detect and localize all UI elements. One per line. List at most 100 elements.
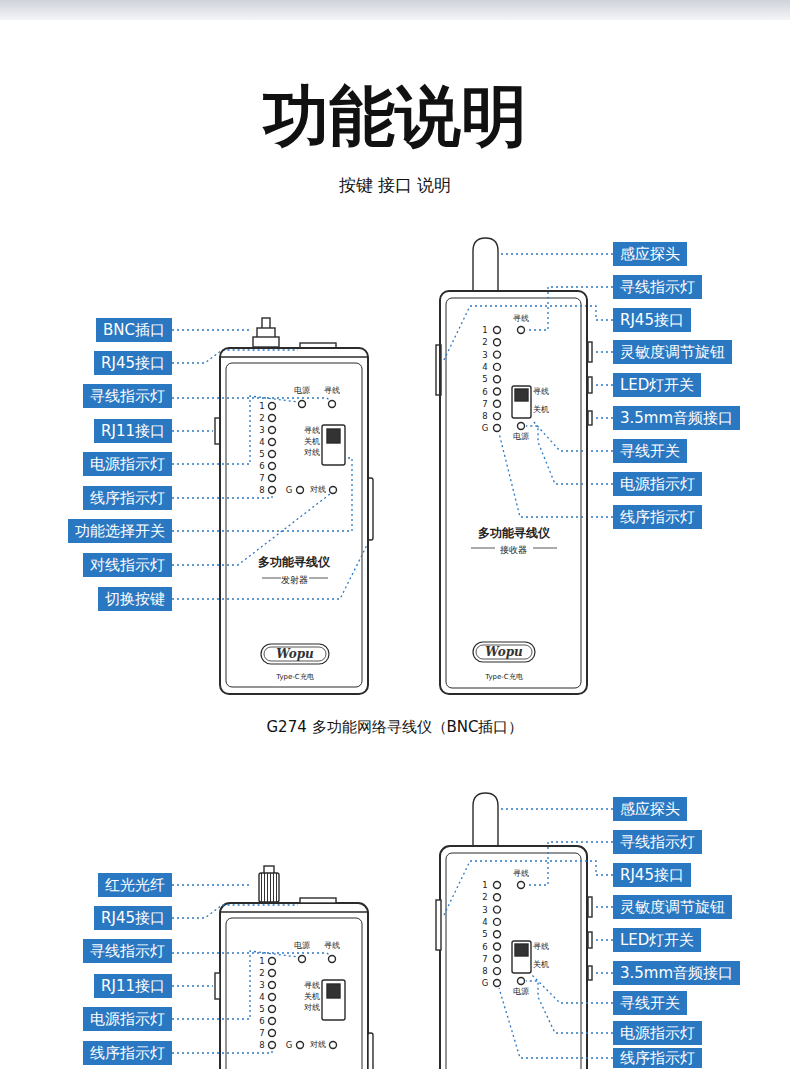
part-label: 3	[482, 905, 487, 914]
page-title: 功能说明	[0, 84, 790, 150]
part-label: 7	[259, 1029, 264, 1038]
leader-line	[594, 351, 613, 352]
callout-text: 寻线指示灯	[620, 278, 695, 296]
callout-box: 感应探头	[613, 242, 687, 266]
circle-shape	[269, 475, 276, 482]
part-label: 电源	[513, 988, 529, 996]
callout-text: LED灯开关	[620, 376, 694, 394]
part-label: 8	[259, 486, 264, 495]
part-label: 4	[482, 918, 487, 927]
callout-box: 功能选择开关	[68, 519, 172, 543]
part-label: 6	[482, 942, 487, 951]
device-housing: 多功能寻线仪接收器	[439, 290, 588, 695]
g-shape	[172, 330, 330, 498]
callout-text: 对线指示灯	[90, 556, 165, 574]
antenna	[473, 238, 498, 290]
mode-switch	[322, 425, 345, 465]
callout-box: 3.5mm音频接口	[613, 406, 740, 430]
callout-box: 3.5mm音频接口	[613, 961, 740, 985]
callout-text: 寻线指示灯	[90, 387, 165, 405]
leader-lines	[172, 809, 613, 1058]
callout-box: RJ11接口	[94, 974, 172, 998]
callout-box: LED灯开关	[613, 373, 701, 397]
callout-text: 线序指示灯	[90, 1044, 165, 1062]
leader-line	[172, 329, 251, 330]
device-title: 多功能寻线仪	[258, 556, 330, 568]
part-label: 6	[482, 387, 487, 396]
leader-line	[594, 417, 613, 418]
circle-shape	[269, 439, 276, 446]
circle-shape	[494, 388, 501, 395]
switch-slider	[515, 389, 528, 401]
rect-shape	[253, 337, 279, 347]
part-label: 关机	[533, 961, 549, 969]
g-led	[494, 425, 501, 432]
trace-switch	[512, 386, 531, 418]
part-label: 4	[259, 438, 264, 447]
transmitter-housing	[220, 903, 368, 1069]
logo-frame-inner	[264, 647, 326, 661]
leader-line	[499, 433, 613, 517]
leader-line	[526, 981, 613, 1033]
part-label: 寻线	[304, 427, 320, 435]
part-label: 4	[259, 993, 264, 1002]
callout-text: RJ45接口	[620, 311, 684, 329]
leader-lines	[172, 254, 613, 599]
part-label: 电源	[294, 942, 310, 950]
callout-text: RJ11接口	[101, 422, 165, 440]
receiver-details	[436, 238, 592, 688]
callout-box: 电源指示灯	[613, 1021, 702, 1045]
callout-text: 灵敏度调节旋钮	[620, 343, 725, 361]
part-label: 对线	[304, 449, 320, 457]
callout-text: 功能选择开关	[75, 522, 165, 540]
circle-shape	[494, 339, 501, 346]
part-label: 1	[259, 957, 264, 966]
callout-text: RJ45接口	[620, 866, 684, 884]
callout-box: 红光光纤	[98, 873, 172, 897]
part-label: 关机	[304, 993, 320, 1001]
part-label: 3	[259, 426, 264, 435]
match-led	[330, 487, 337, 494]
leader-line	[172, 494, 330, 565]
callout-box: 寻线开关	[613, 991, 687, 1015]
leader-line	[499, 988, 613, 1058]
part-label: 5	[259, 450, 264, 459]
part-label: 5	[482, 375, 487, 384]
callout-box: LED灯开关	[613, 928, 701, 952]
leader-line	[443, 809, 613, 973]
callout-box: RJ45接口	[94, 351, 172, 375]
callout-box: 电源指示灯	[83, 452, 172, 476]
part-label: 2	[482, 338, 487, 347]
part-label: 5	[482, 930, 487, 939]
part-label: 对线	[310, 486, 326, 494]
circle-shape	[494, 363, 501, 370]
part-label: 6	[259, 1017, 264, 1026]
trace-led	[329, 401, 336, 408]
logo-frame-inner	[476, 645, 532, 659]
callout-text: 3.5mm音频接口	[620, 409, 733, 427]
part-label: 2	[482, 893, 487, 902]
callout-text: RJ11接口	[101, 977, 165, 995]
callout-box: RJ45接口	[94, 906, 172, 930]
leader-line	[532, 975, 613, 1003]
receiver-details	[436, 793, 592, 1069]
part-label: 8	[482, 412, 487, 421]
part-label: 3	[482, 350, 487, 359]
callout-box: 线序指示灯	[613, 505, 702, 529]
trace-led	[518, 327, 525, 334]
part-label: 寻线	[513, 870, 529, 878]
part-label: G	[482, 424, 489, 433]
callout-text: 电源指示灯	[90, 1010, 165, 1028]
callout-text: 线序指示灯	[90, 489, 165, 507]
logo-frame	[473, 642, 535, 662]
callout-box: 感应探头	[613, 797, 687, 821]
leader-line	[172, 350, 298, 363]
part-label: 寻线	[304, 982, 320, 990]
part-label: Type-C充电	[276, 674, 314, 681]
callout-text: 寻线开关	[620, 442, 680, 460]
callout-box: RJ11接口	[94, 419, 172, 443]
part-label: 7	[259, 474, 264, 483]
knob	[588, 342, 592, 362]
